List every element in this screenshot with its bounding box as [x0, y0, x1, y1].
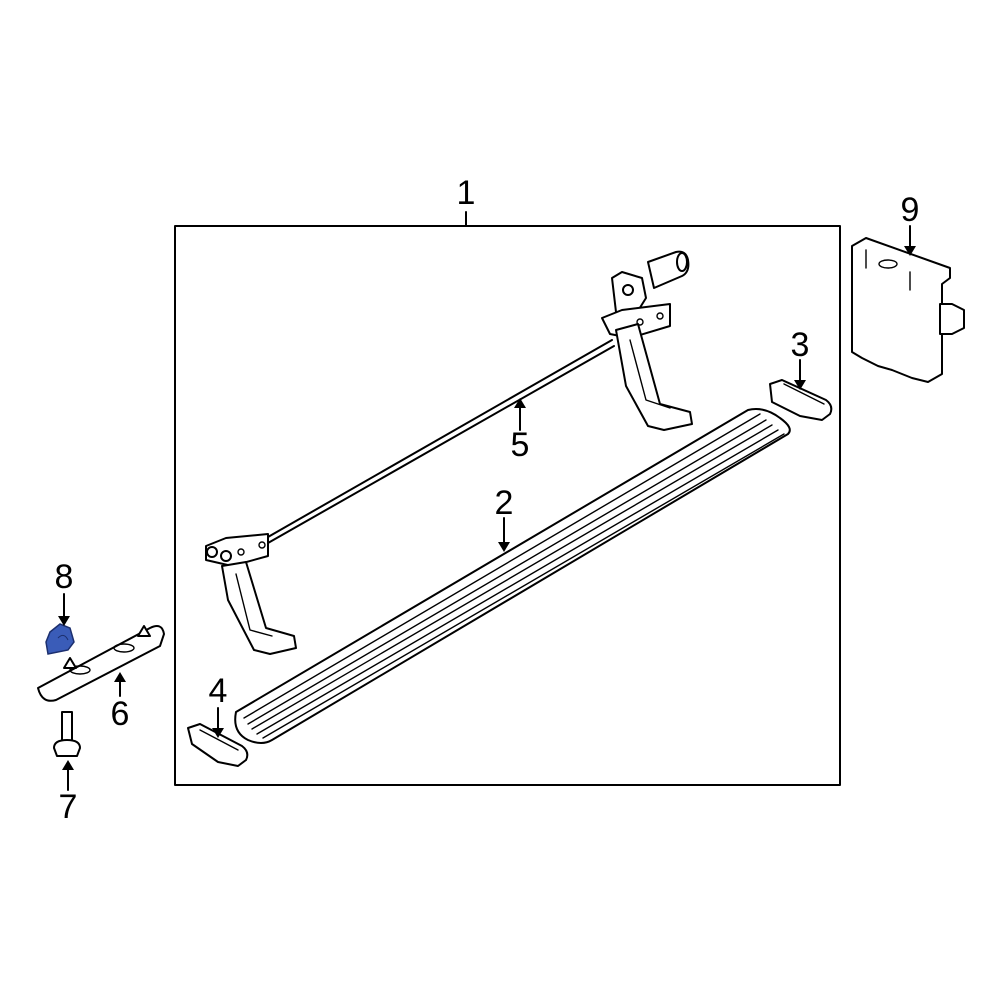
- leader-arrows: [58, 225, 916, 791]
- bolt: [53, 711, 81, 757]
- retainer-clip: [45, 623, 75, 655]
- step-board: [234, 408, 791, 744]
- front-bracket: [205, 533, 297, 655]
- callout-4: 4: [208, 672, 228, 710]
- control-module: [851, 237, 965, 383]
- front-end-cap: [187, 723, 249, 767]
- assembly-box: [174, 211, 841, 786]
- callout-2: 2: [494, 484, 514, 522]
- callout-1: 1: [456, 174, 476, 212]
- splash-shield: [37, 625, 165, 702]
- callout-8: 8: [54, 558, 74, 596]
- rear-motor-bracket: [601, 250, 693, 431]
- callout-5: 5: [510, 426, 530, 464]
- callout-6: 6: [110, 695, 130, 733]
- callout-7: 7: [58, 788, 78, 826]
- callout-3: 3: [790, 326, 810, 364]
- drive-shaft: [267, 339, 615, 544]
- rear-end-cap: [769, 379, 833, 421]
- callout-9: 9: [900, 191, 920, 229]
